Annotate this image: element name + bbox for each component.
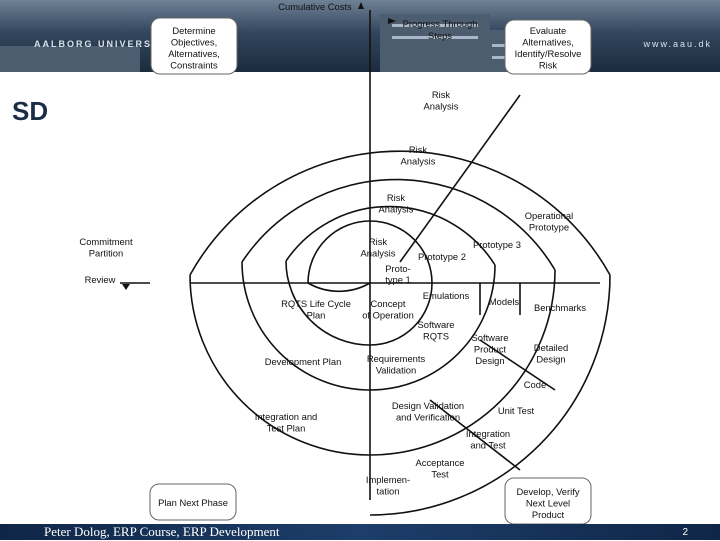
unit-test-label: Unit Test [498, 405, 535, 416]
page-number: 2 [682, 525, 688, 541]
costs-arrow [358, 2, 364, 9]
review-arrow [122, 284, 130, 290]
progress-arrow [388, 18, 396, 24]
prototype-2-label: Prototype 2 [418, 251, 466, 262]
prototype-1-label: Proto-type 1 [385, 263, 411, 285]
implementation-label: Implemen-tation [366, 474, 410, 497]
models-label: Models [489, 296, 520, 307]
axis-costs-label: Cumulative Costs [278, 1, 352, 12]
code-label: Code [524, 379, 546, 390]
box-plan-next-label: Plan Next Phase [158, 497, 228, 508]
prototype-divider [400, 95, 520, 262]
prototype-3-label: Prototype 3 [473, 239, 521, 250]
emulations-label: Emulations [423, 290, 470, 301]
footer-text: Peter Dolog, ERP Course, ERP Development [44, 524, 280, 540]
review-label: Review [85, 274, 116, 285]
development-plan-label: Development Plan [265, 356, 342, 367]
footer-bar: Peter Dolog, ERP Course, ERP Development… [0, 524, 720, 540]
benchmarks-label: Benchmarks [534, 302, 586, 313]
